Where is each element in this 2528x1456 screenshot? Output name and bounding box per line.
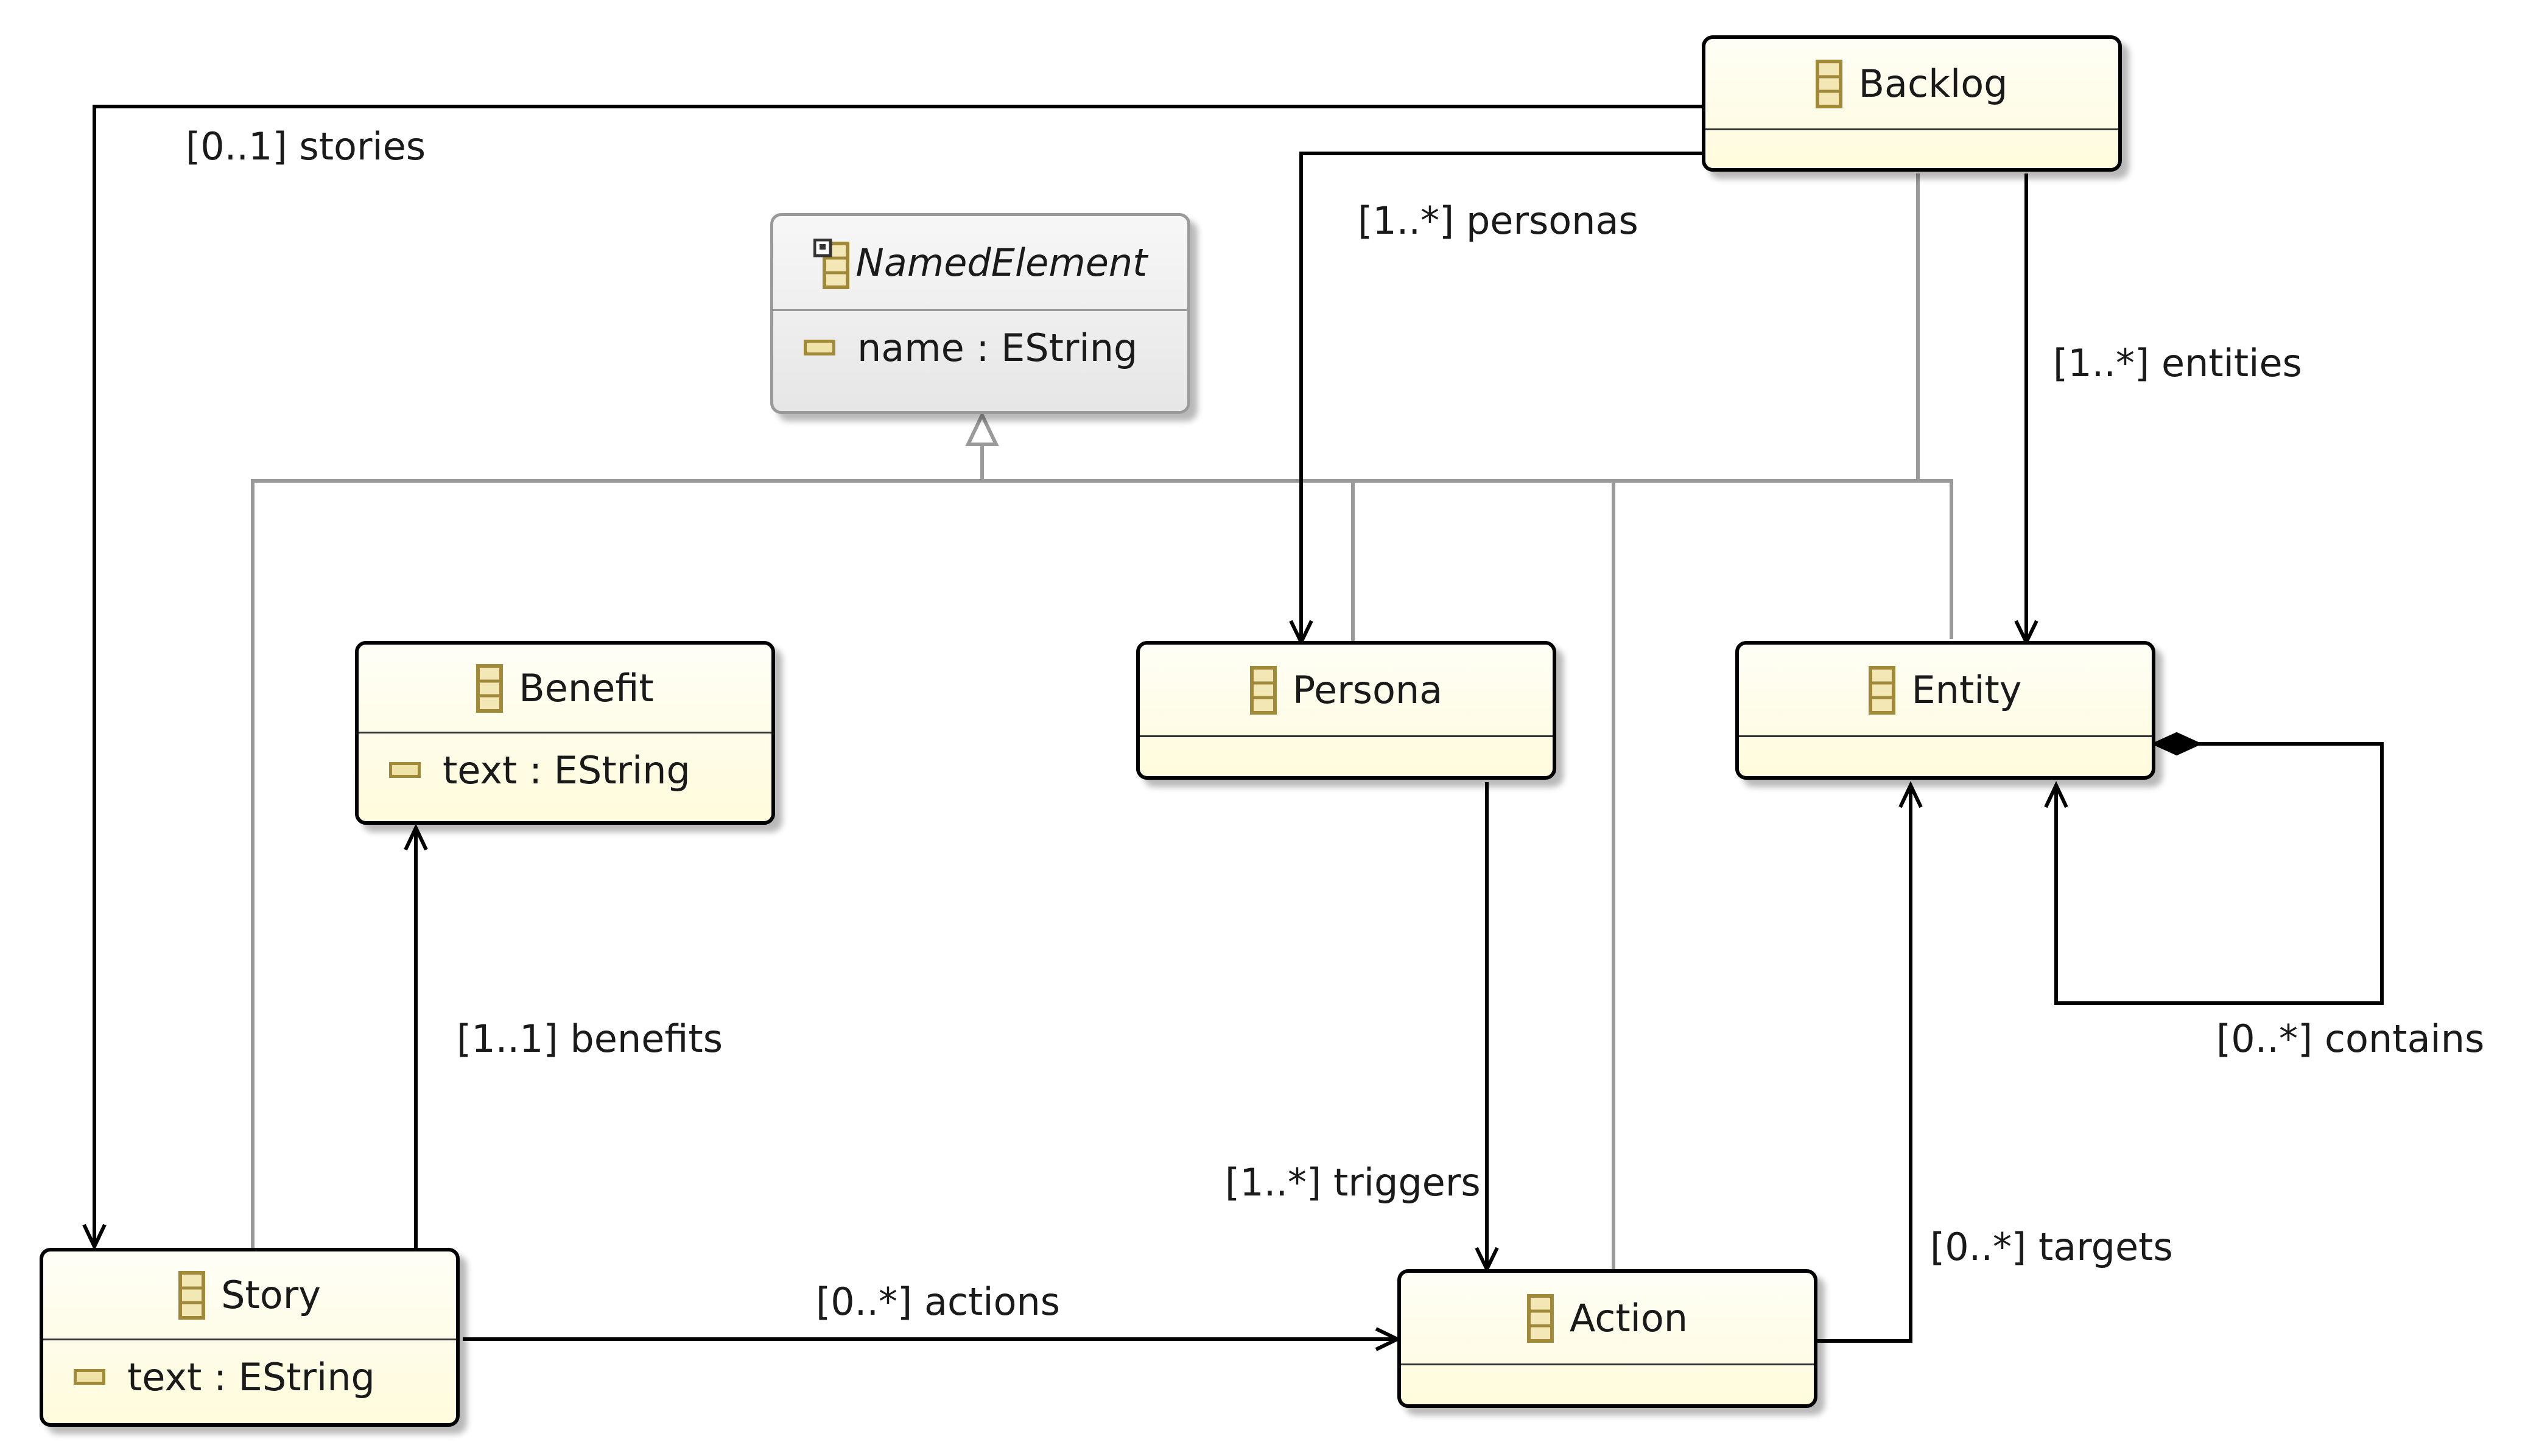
class-header: NamedElement xyxy=(773,216,1187,311)
class-header: Persona xyxy=(1140,645,1553,737)
class-backlog[interactable]: Backlog xyxy=(1702,35,2122,172)
class-action[interactable]: Action xyxy=(1397,1269,1817,1408)
arrowhead-targets xyxy=(1898,780,1923,808)
label-actions: [0..*] actions xyxy=(816,1279,1061,1324)
label-stories: [0..1] stories xyxy=(186,124,426,169)
class-story[interactable]: Story text : EString xyxy=(40,1248,460,1427)
reference-edges xyxy=(82,105,2384,1351)
attribute-icon xyxy=(74,1369,105,1385)
class-header: Entity xyxy=(1739,645,2152,737)
label-targets: [0..*] targets xyxy=(1930,1225,2173,1269)
class-name: Action xyxy=(1569,1296,1688,1340)
generalization-edges xyxy=(251,173,1953,1269)
attribute-row[interactable]: text : EString xyxy=(43,1340,456,1413)
eclass-icon xyxy=(178,1270,206,1320)
containment-diamond xyxy=(2151,732,2203,756)
label-personas: [1..*] personas xyxy=(1358,198,1638,243)
edge-targets xyxy=(1817,785,1912,1343)
class-named-element[interactable]: NamedElement name : EString xyxy=(770,213,1190,414)
eclass-icon xyxy=(1869,665,1896,715)
generalization-arrowhead xyxy=(965,411,999,446)
class-header: Backlog xyxy=(1705,39,2118,130)
class-header: Story xyxy=(43,1251,456,1340)
class-name: Backlog xyxy=(1858,61,2008,106)
attribute-icon xyxy=(389,762,421,778)
attribute-label: name : EString xyxy=(857,325,1138,370)
label-entities: [1..*] entities xyxy=(2053,341,2302,385)
class-name: Story xyxy=(221,1273,321,1317)
edge-contains xyxy=(2054,742,2384,1005)
arrowhead-benefits xyxy=(404,823,428,851)
class-entity[interactable]: Entity xyxy=(1735,641,2155,780)
attribute-label: text : EString xyxy=(443,747,690,793)
class-persona[interactable]: Persona xyxy=(1136,641,1556,780)
class-name: NamedElement xyxy=(855,240,1148,285)
edge-stories xyxy=(93,105,1705,1247)
class-header: Benefit xyxy=(359,645,771,733)
eclass-icon xyxy=(1816,59,1843,108)
class-name: Benefit xyxy=(519,666,654,710)
label-contains: [0..*] contains xyxy=(2216,1017,2485,1061)
abstract-eclass-icon xyxy=(813,238,849,289)
class-benefit[interactable]: Benefit text : EString xyxy=(355,641,775,825)
eclass-icon xyxy=(1249,665,1277,715)
attribute-row[interactable]: name : EString xyxy=(773,311,1187,384)
label-triggers: [1..*] triggers xyxy=(1225,1160,1481,1205)
class-header: Action xyxy=(1401,1273,1814,1365)
class-name: Entity xyxy=(1911,668,2022,712)
class-name: Persona xyxy=(1292,668,1443,712)
eclass-icon xyxy=(1526,1293,1554,1343)
arrowhead-contains xyxy=(2044,780,2068,808)
label-benefits: [1..1] benefits xyxy=(457,1017,723,1061)
eclass-icon xyxy=(476,663,504,713)
attribute-icon xyxy=(804,340,835,355)
edge-personas xyxy=(1299,152,1705,642)
attribute-label: text : EString xyxy=(127,1354,375,1399)
generalization-bus xyxy=(251,479,1953,1251)
attribute-row[interactable]: text : EString xyxy=(359,733,771,807)
arrowhead-stories xyxy=(82,1223,107,1251)
